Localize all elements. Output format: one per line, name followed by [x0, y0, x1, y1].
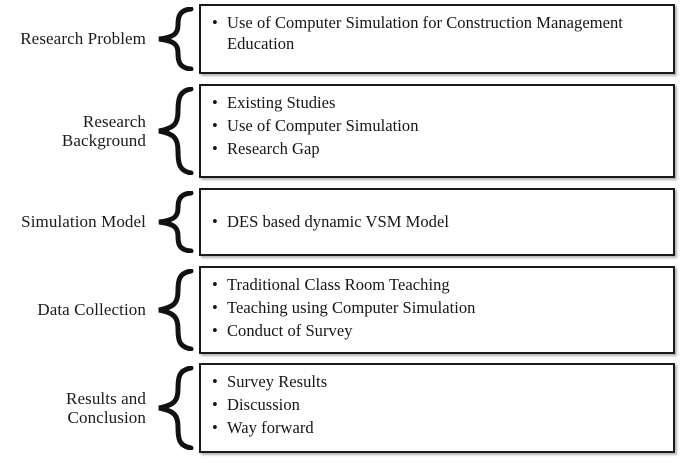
list-item-text: Use of Computer Simulation — [227, 116, 419, 136]
bullet-dot-icon: • — [212, 116, 218, 136]
list-item-text: Research Gap — [227, 139, 320, 159]
bullet-dot-icon: • — [212, 275, 218, 294]
list-item-text: Way forward — [227, 418, 314, 438]
bullet-dot-icon: • — [212, 395, 218, 415]
bullet-dot-icon: • — [212, 212, 218, 232]
list-item: • Traditional Class Room Teaching — [211, 274, 673, 295]
brace-icon-simulation-model — [150, 188, 199, 256]
bullet-dot-icon: • — [212, 298, 218, 318]
row-label-data-collection: Data Collection — [37, 300, 146, 320]
bullet-list-data-collection: • Traditional Class Room Teaching • Teachi… — [211, 274, 673, 341]
bullet-dot-icon: • — [212, 13, 218, 32]
diagram-row-data-collection: Data Collection • Traditional Class Room … — [0, 266, 685, 354]
list-item-text: Existing Studies — [227, 93, 336, 112]
list-item-text: Use of Computer Simulation for Construct… — [227, 13, 623, 54]
row-label-simulation-model: Simulation Model — [21, 212, 146, 232]
bullet-list-research-problem: • Use of Computer Simulation for Construc… — [211, 12, 673, 54]
list-item: • Conduct of Survey — [211, 320, 673, 341]
bullet-dot-icon: • — [212, 321, 218, 341]
bullet-dot-icon: • — [212, 139, 218, 159]
diagram-row-research-background: Research Background • Existing Studies • U… — [0, 84, 685, 178]
content-box-research-problem: • Use of Computer Simulation for Construc… — [199, 4, 675, 74]
bullet-dot-icon: • — [212, 93, 218, 112]
brace-icon-research-problem — [150, 4, 199, 74]
list-item-text: DES based dynamic VSM Model — [227, 212, 449, 232]
brace-icon-research-background — [150, 84, 199, 178]
list-item-text: Discussion — [227, 395, 300, 415]
diagram-row-simulation-model: Simulation Model • DES based dynamic VSM … — [0, 188, 685, 256]
list-item-text: Traditional Class Room Teaching — [227, 275, 450, 294]
bullet-dot-icon: • — [212, 372, 218, 391]
list-item: • Teaching using Computer Simulation — [211, 297, 673, 318]
list-item-text: Survey Results — [227, 372, 328, 391]
list-item: • Use of Computer Simulation — [211, 115, 673, 136]
content-box-data-collection: • Traditional Class Room Teaching • Teachi… — [199, 266, 675, 354]
diagram-row-research-problem: Research Problem • Use of Computer Simula… — [0, 4, 685, 74]
list-item: • DES based dynamic VSM Model — [211, 211, 673, 232]
content-box-results-conclusion: • Survey Results • Discussion • Way forward — [199, 363, 675, 453]
bullet-dot-icon: • — [212, 418, 218, 438]
brace-icon-data-collection — [150, 266, 199, 354]
diagram-row-results-conclusion: Results and Conclusion • Survey Results •… — [0, 363, 685, 453]
list-item-text: Teaching using Computer Simulation — [227, 298, 476, 318]
bullet-list-simulation-model: • DES based dynamic VSM Model — [211, 211, 673, 232]
list-item: • Way forward — [211, 417, 673, 438]
list-item: • Discussion — [211, 394, 673, 415]
row-label-research-problem: Research Problem — [20, 29, 146, 49]
list-item: • Existing Studies — [211, 92, 673, 113]
list-item: • Survey Results — [211, 371, 673, 392]
content-box-research-background: • Existing Studies • Use of Computer Simul… — [199, 84, 675, 178]
brace-icon-results-conclusion — [150, 363, 199, 453]
list-item-text: Conduct of Survey — [227, 321, 353, 341]
content-box-simulation-model: • DES based dynamic VSM Model — [199, 188, 675, 256]
list-item: • Research Gap — [211, 138, 673, 159]
bullet-list-results-conclusion: • Survey Results • Discussion • Way forward — [211, 371, 673, 438]
row-label-research-background: Research Background — [61, 111, 146, 150]
bullet-list-research-background: • Existing Studies • Use of Computer Simul… — [211, 92, 673, 159]
list-item: • Use of Computer Simulation for Construc… — [211, 12, 673, 54]
row-label-results-conclusion: Results and Conclusion — [66, 388, 146, 427]
